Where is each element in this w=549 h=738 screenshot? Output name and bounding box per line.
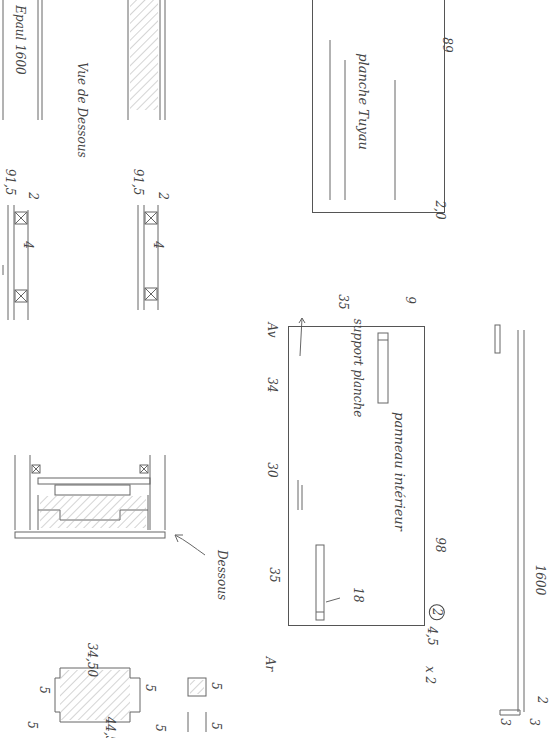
panel-title: panneau intérieur (393, 412, 406, 531)
panel-outline: planche Tuyau (312, 0, 445, 213)
dimension-label: 89 (441, 37, 453, 52)
dimension-label: 5 (38, 686, 50, 694)
dimension-label: Epaul 1600 (14, 5, 26, 75)
dimension-label: 5 (210, 682, 222, 690)
dimension-label: 35 (268, 567, 280, 582)
dimension-label: 4,5 (426, 626, 438, 645)
dimension-label: 3 (528, 718, 540, 726)
dimension-label: 35 (337, 294, 349, 309)
dimension-label: 91,5 (4, 169, 16, 196)
dimension-label: 2 (157, 192, 169, 200)
dimension-label: 91,5 (132, 169, 144, 196)
dimension-label: Dessous (216, 550, 228, 600)
dimension-label: 5 (210, 722, 222, 730)
dimension-label: 9 (404, 296, 416, 304)
dimension-label: 5 (144, 684, 156, 692)
dimension-label: 2 (429, 604, 445, 620)
dimension-label: 2,0 (434, 200, 446, 219)
panel-title: planche Tuyau (357, 53, 370, 150)
dimension-label: 18 (352, 587, 364, 602)
dimension-label: 4 (152, 241, 164, 249)
dimension-label: 30 (266, 462, 278, 477)
dimension-label: Ar (264, 657, 276, 671)
dimension-label: 1600 (534, 565, 546, 596)
dimension-label: Vue de Dessous (76, 62, 88, 157)
dimension-label: 98 (434, 537, 446, 552)
dimension-label: 5 (26, 721, 38, 729)
dimension-label: 2 (536, 696, 548, 704)
dimension-label: Av (266, 323, 278, 338)
dimension-label: 34 (266, 377, 278, 392)
dimension-label: x 2 (424, 666, 436, 684)
dimension-label: 34,50 (86, 643, 98, 677)
dimension-label: support planche (352, 319, 364, 418)
pencil-lines (3, 0, 524, 732)
dimension-label: 3 (499, 718, 511, 726)
dimension-label: 5 (154, 724, 166, 732)
dimension-label: 4 (22, 241, 34, 249)
dimension-label: 44,5 (104, 717, 116, 738)
dimension-label: 2 (27, 192, 39, 200)
